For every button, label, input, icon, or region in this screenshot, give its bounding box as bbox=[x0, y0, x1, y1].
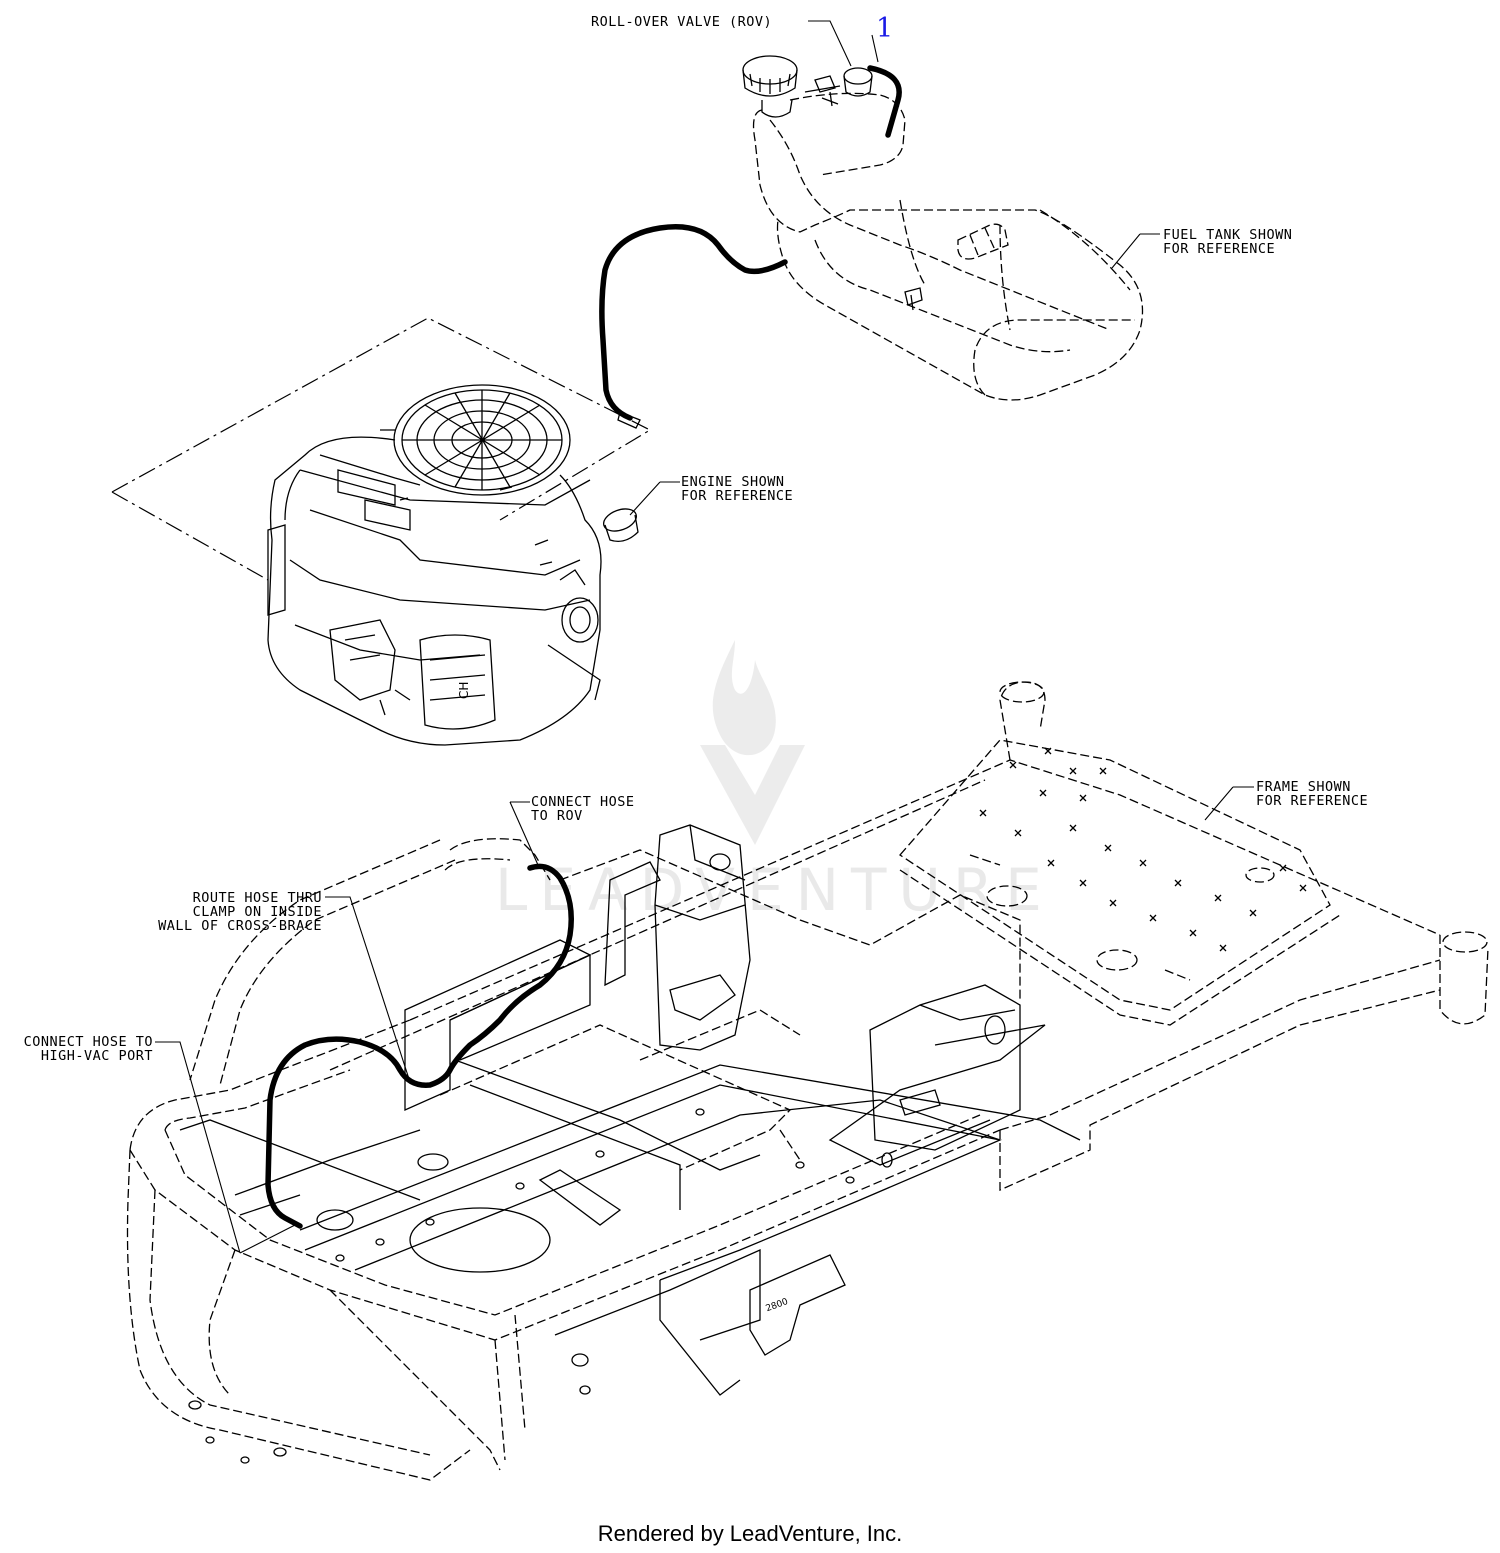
mower-frame: 2800 bbox=[126, 681, 1489, 1481]
frame-label-line1: FRAME SHOWN bbox=[1256, 779, 1351, 795]
engine-label-line2: FOR REFERENCE bbox=[681, 488, 793, 504]
rov-label: ROLL-OVER VALVE (ROV) bbox=[591, 14, 772, 30]
engine-label-line1: ENGINE SHOWN bbox=[681, 474, 785, 490]
svg-text:2800: 2800 bbox=[765, 1297, 790, 1314]
watermark-v-icon bbox=[700, 745, 805, 845]
vent-hose-frame bbox=[265, 863, 574, 1229]
connect-rov-label-line1: CONNECT HOSE bbox=[531, 794, 635, 810]
footer-credit: Rendered by LeadVenture, Inc. bbox=[598, 1521, 903, 1546]
watermark-text: LEADVENTURE bbox=[495, 856, 1054, 924]
svg-text:CH: CH bbox=[457, 682, 471, 699]
highvac-label-line2: HIGH-VAC PORT bbox=[41, 1048, 153, 1064]
route-hose-label-line1: ROUTE HOSE THRU bbox=[193, 890, 322, 906]
callout-1[interactable]: 1 bbox=[876, 13, 893, 44]
leader-lines bbox=[155, 20, 1254, 1254]
fuel-tank bbox=[742, 55, 1144, 401]
fuel-tank-label-line2: FOR REFERENCE bbox=[1163, 241, 1275, 257]
connect-rov-label-line2: TO ROV bbox=[531, 808, 583, 824]
watermark-flame-icon bbox=[712, 640, 776, 756]
highvac-label-line1: CONNECT HOSE TO bbox=[24, 1034, 153, 1050]
route-hose-label-line2: CLAMP ON INSIDE bbox=[193, 904, 322, 920]
watermark: LEADVENTURE bbox=[495, 640, 1054, 924]
vent-hose-upper bbox=[867, 65, 902, 138]
engine: CH bbox=[111, 317, 652, 746]
vent-hose-to-engine bbox=[599, 224, 788, 421]
route-hose-label-line3: WALL OF CROSS-BRACE bbox=[158, 918, 322, 934]
fuel-tank-label-line1: FUEL TANK SHOWN bbox=[1163, 227, 1292, 243]
frame-label-line2: FOR REFERENCE bbox=[1256, 793, 1368, 809]
